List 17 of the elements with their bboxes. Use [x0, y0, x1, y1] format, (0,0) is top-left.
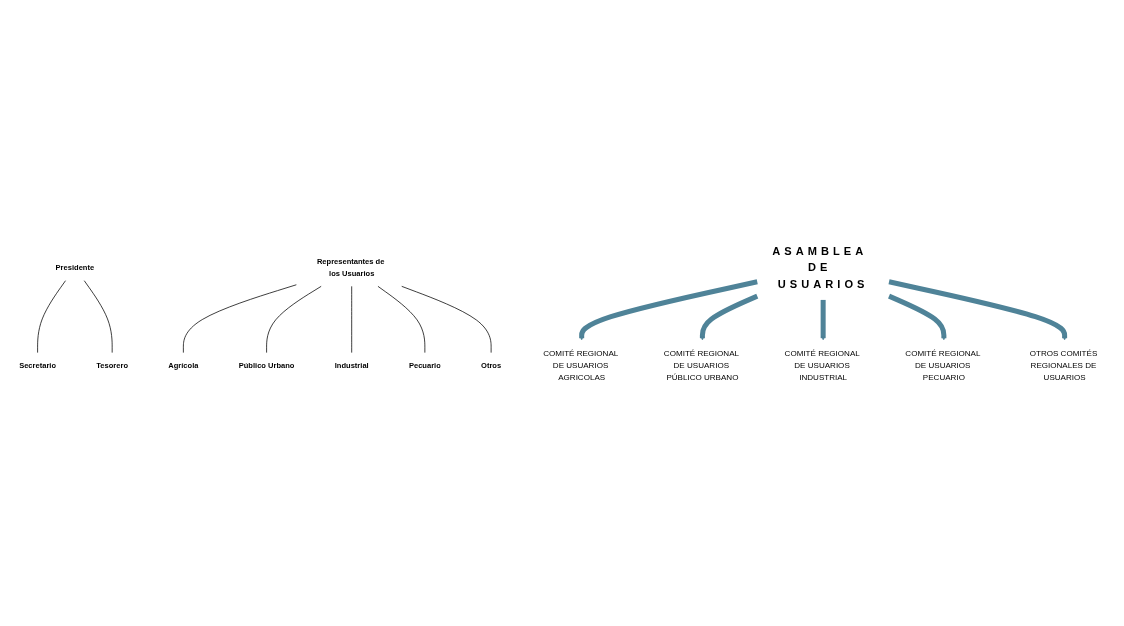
node-text: COMITÉ REGIONAL DE USUARIOS PECUARIO	[905, 348, 981, 382]
arrow	[699, 293, 759, 341]
connector	[266, 285, 322, 353]
arrow	[888, 279, 1068, 341]
node-text: COMITÉ REGIONAL DE USUARIOS AGRICOLAS	[543, 348, 618, 382]
arrow	[820, 299, 826, 341]
node-text: ASAMBLEA DE USUARIOS	[772, 244, 869, 291]
arrow	[888, 293, 947, 341]
connector	[377, 285, 426, 353]
node-text: COMITÉ REGIONAL DE USUARIOS INDUSTRIAL	[784, 348, 860, 382]
connector	[37, 280, 66, 353]
connector	[401, 285, 492, 353]
node-text: OTROS COMITÉS REGIONALES DE USUARIOS	[1029, 348, 1098, 382]
connector	[183, 284, 297, 353]
node-text: COMITÉ REGIONAL DE USUARIOS PÚBLICO URBANO	[663, 348, 739, 382]
connector	[83, 280, 113, 353]
arrow	[579, 279, 758, 341]
